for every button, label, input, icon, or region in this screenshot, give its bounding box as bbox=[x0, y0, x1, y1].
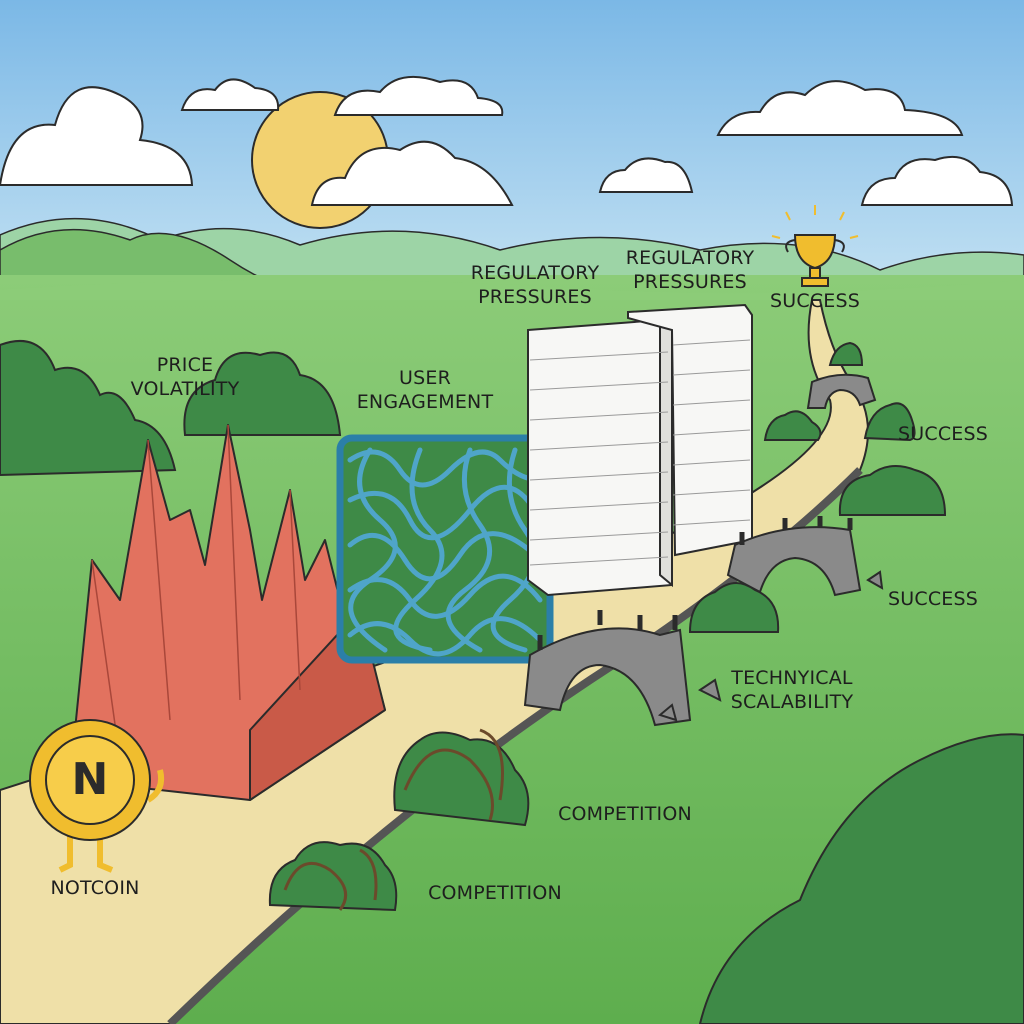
bush-icon bbox=[0, 340, 1024, 1024]
regulatory-pressures-label-1: REGULATORY PRESSURES bbox=[455, 261, 615, 309]
user-engagement-line-1: USER bbox=[399, 367, 451, 389]
thorn-icon bbox=[268, 728, 530, 912]
regulatory-2-line-2: PRESSURES bbox=[633, 271, 747, 293]
technical-line-2: SCALABILITY bbox=[730, 691, 854, 713]
regulatory-2-line-1: REGULATORY bbox=[625, 247, 755, 269]
success-label-2: SUCCESS bbox=[897, 423, 989, 445]
notcoin-label: NOTCOIN bbox=[50, 877, 140, 899]
user-engagement-label: USER ENGAGEMENT bbox=[340, 366, 510, 414]
regulatory-1-line-2: PRESSURES bbox=[478, 286, 592, 308]
user-engagement-line-2: ENGAGEMENT bbox=[356, 391, 494, 413]
coin-letter: N bbox=[71, 754, 109, 805]
user-engagement-tangle bbox=[336, 434, 554, 664]
technical-scalability-label: TECHNYICAL SCALABILITY bbox=[712, 666, 872, 714]
competition-label-2: COMPETITION bbox=[428, 882, 562, 904]
price-volatility-line-2: VOLATILITY bbox=[130, 378, 240, 400]
success-label-3: SUCCESS bbox=[887, 588, 979, 610]
success-label-1: SUCCESS bbox=[769, 290, 861, 312]
broken-bridge-3 bbox=[806, 373, 877, 409]
regulatory-paper-stack-1 bbox=[527, 317, 673, 597]
broken-bridge-2 bbox=[726, 516, 884, 597]
coin-icon bbox=[29, 719, 165, 873]
competition-label-1: COMPETITION bbox=[558, 803, 692, 825]
regulatory-paper-stack-2 bbox=[627, 303, 753, 557]
regulatory-1-line-1: REGULATORY bbox=[470, 262, 600, 284]
regulatory-pressures-label-2: REGULATORY PRESSURES bbox=[610, 246, 770, 294]
trophy-icon bbox=[771, 205, 859, 287]
price-volatility-line-1: PRICE bbox=[156, 354, 214, 376]
price-volatility-label: PRICE VOLATILITY bbox=[110, 353, 260, 401]
technical-line-1: TECHNYICAL bbox=[731, 667, 853, 689]
broken-bridge-1 bbox=[523, 610, 722, 727]
